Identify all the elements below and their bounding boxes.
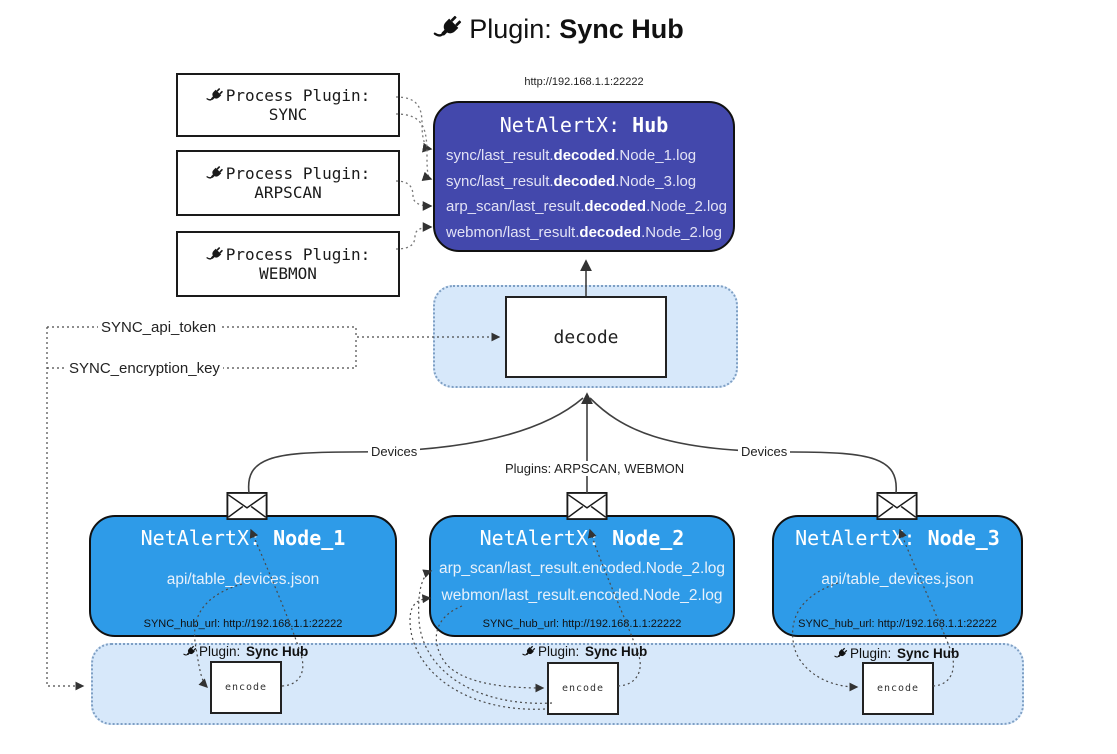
envelope-icon	[226, 492, 268, 520]
encoder-plugin-label: Plugin: Sync Hub	[183, 644, 308, 659]
plug-icon	[206, 165, 224, 183]
node-files: arp_scan/last_result.encoded.Node_2.log …	[438, 560, 726, 604]
node-hub-url: SYNC_hub_url: http://192.168.1.1:22222	[798, 618, 997, 630]
hub-log-line: sync/last_result.decoded.Node_1.log	[446, 147, 697, 164]
process-plugin-webmon: Process Plugin: WEBMON	[176, 231, 400, 297]
sync-api-token-label: SYNC_api_token	[98, 319, 220, 336]
title-prefix: Plugin:	[469, 14, 560, 44]
edge-secrets-to-strip	[46, 327, 85, 691]
sync-encryption-key-label: SYNC_encryption_key	[66, 360, 223, 377]
process-plugin-name: ARPSCAN	[254, 183, 322, 202]
plug-icon	[834, 647, 848, 661]
hub-url: http://192.168.1.1:22222	[524, 76, 644, 88]
edge-arpscan-to-hub-log3	[395, 180, 433, 211]
hub-log-line: arp_scan/last_result.decoded.Node_2.log	[446, 198, 727, 215]
process-plugin-name: SYNC	[268, 105, 308, 124]
process-plugin-arpscan: Process Plugin: ARPSCAN	[176, 150, 400, 216]
edge-label-plugins-center: Plugins: ARPSCAN, WEBMON	[502, 461, 688, 476]
process-plugin-sync: Process Plugin: SYNC	[176, 73, 400, 137]
edge-webmon-to-hub-log4	[395, 222, 433, 250]
node-title: NetAlertX: Node_1	[140, 526, 346, 550]
node-1-box: NetAlertX: Node_1 api/table_devices.json…	[89, 515, 397, 637]
hub-log-line: sync/last_result.decoded.Node_3.log	[446, 172, 697, 190]
edge-sync-to-hub-log2	[395, 113, 433, 181]
page-title: Plugin: Sync Hub	[0, 14, 1117, 45]
process-plugin-label: Process Plugin:	[225, 164, 371, 183]
plug-icon	[183, 645, 197, 659]
node-hub-url: SYNC_hub_url: http://192.168.1.1:22222	[143, 618, 343, 630]
edge-label-devices-left: Devices	[368, 444, 421, 459]
hub-log-list: sync/last_result.decoded.Node_1.log sync…	[435, 143, 733, 245]
envelope-icon	[876, 492, 918, 520]
encode-box: encode	[862, 662, 934, 715]
plug-icon	[433, 14, 463, 44]
process-plugin-name: WEBMON	[259, 264, 317, 283]
node-title: NetAlertX: Node_3	[795, 526, 1000, 550]
process-plugin-label: Process Plugin:	[225, 245, 371, 264]
edge-sync-to-hub-log1	[395, 96, 433, 153]
node-title: NetAlertX: Node_2	[479, 526, 685, 550]
plug-icon	[206, 246, 224, 264]
node-3-box: NetAlertX: Node_3 api/table_devices.json…	[772, 515, 1023, 637]
encode-box: encode	[210, 661, 282, 714]
edge-label-devices-right: Devices	[738, 444, 791, 459]
hub-box: NetAlertX: Hub sync/last_result.decoded.…	[433, 101, 735, 252]
encode-box: encode	[547, 662, 619, 715]
encoder-plugin-label: Plugin: Sync Hub	[834, 646, 959, 661]
plug-icon	[522, 645, 536, 659]
decode-box: decode	[505, 296, 667, 378]
envelope-icon	[566, 492, 608, 520]
encoder-plugin-label: Plugin: Sync Hub	[522, 644, 647, 659]
hub-log-line: webmon/last_result.decoded.Node_2.log	[446, 223, 722, 241]
node-files: api/table_devices.json	[166, 571, 320, 588]
process-plugin-label: Process Plugin:	[225, 86, 371, 105]
plug-icon	[206, 87, 224, 105]
title-name: Sync Hub	[559, 14, 684, 44]
hub-title: NetAlertX: Hub	[499, 113, 669, 137]
node-files: api/table_devices.json	[821, 571, 974, 588]
node-hub-url: SYNC_hub_url: http://192.168.1.1:22222	[482, 618, 682, 630]
node-2-box: NetAlertX: Node_2 arp_scan/last_result.e…	[429, 515, 735, 637]
